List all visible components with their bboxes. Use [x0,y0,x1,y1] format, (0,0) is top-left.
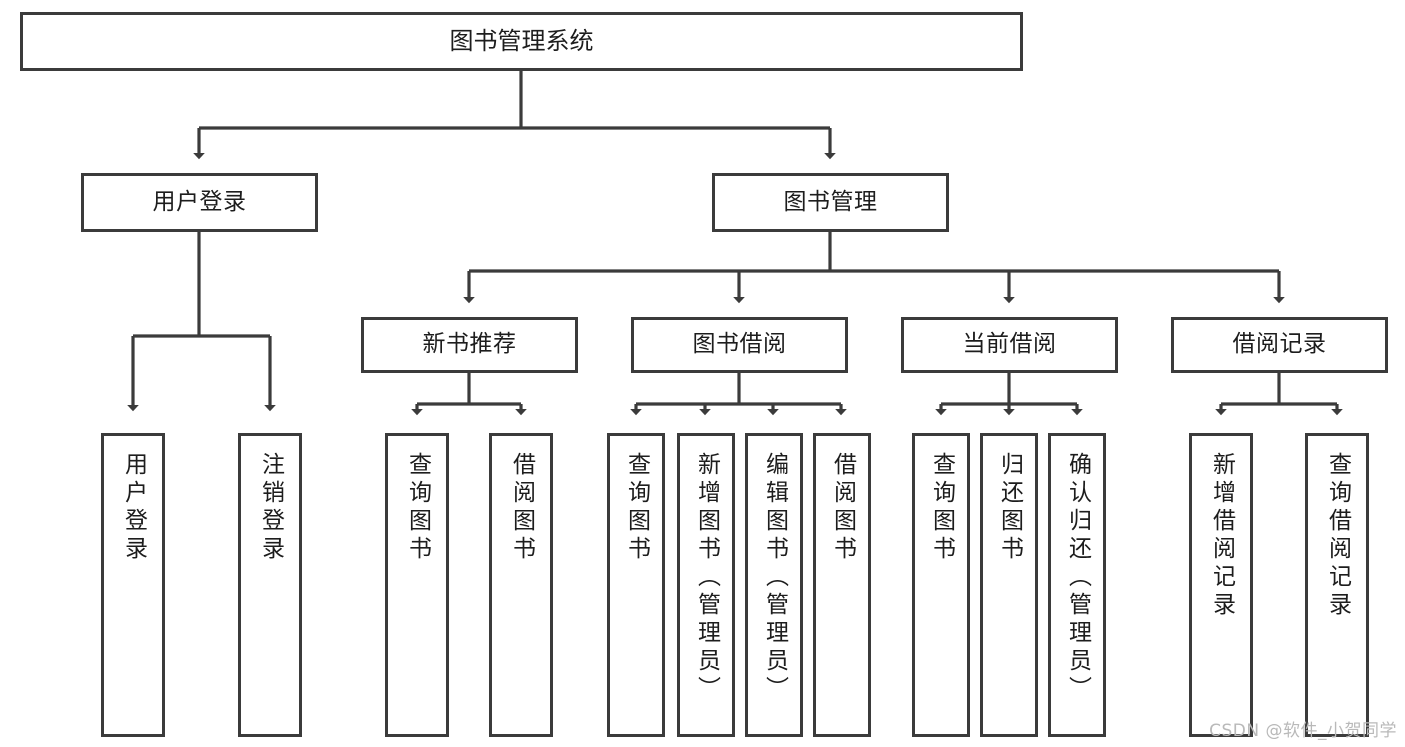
leaf-borrow-record-query-label: 查询借阅记录 [1324,452,1351,620]
node-current-borrow[interactable]: 当前借阅 [901,317,1118,373]
leaf-book-borrow-edit-label: 编辑图书（管理员） [761,452,788,704]
leaf-new-book-query-label: 查询图书 [404,452,431,564]
leaf-book-borrow-edit[interactable]: 编辑图书（管理员） [745,433,803,737]
leaf-user-login-logout-label: 注销登录 [257,452,284,564]
leaf-new-book-query[interactable]: 查询图书 [385,433,449,737]
node-user-login[interactable]: 用户登录 [81,173,318,232]
node-book-borrow-label: 图书借阅 [692,331,787,358]
leaf-book-borrow-add-label: 新增图书（管理员） [693,452,720,704]
leaf-current-borrow-query[interactable]: 查询图书 [912,433,970,737]
node-current-borrow-label: 当前借阅 [962,331,1057,358]
leaf-current-borrow-return-label: 归还图书 [996,452,1023,564]
node-borrow-record[interactable]: 借阅记录 [1171,317,1388,373]
node-new-book-recommend-label: 新书推荐 [422,331,517,358]
node-root-label: 图书管理系统 [449,27,594,56]
node-borrow-record-label: 借阅记录 [1232,331,1327,358]
leaf-borrow-record-query[interactable]: 查询借阅记录 [1305,433,1369,737]
node-user-login-label: 用户登录 [152,188,247,215]
node-book-management-label: 图书管理 [783,188,878,215]
leaf-current-borrow-confirm-label: 确认归还（管理员） [1064,452,1091,704]
leaf-book-borrow-borrow-label: 借阅图书 [829,452,856,564]
leaf-user-login-login[interactable]: 用户登录 [101,433,165,737]
leaf-borrow-record-add[interactable]: 新增借阅记录 [1189,433,1253,737]
leaf-book-borrow-query[interactable]: 查询图书 [607,433,665,737]
leaf-borrow-record-add-label: 新增借阅记录 [1208,452,1235,620]
leaf-new-book-borrow-label: 借阅图书 [508,452,535,564]
node-new-book-recommend[interactable]: 新书推荐 [361,317,578,373]
leaf-user-login-login-label: 用户登录 [120,452,147,564]
leaf-current-borrow-query-label: 查询图书 [928,452,955,564]
leaf-current-borrow-return[interactable]: 归还图书 [980,433,1038,737]
leaf-current-borrow-confirm[interactable]: 确认归还（管理员） [1048,433,1106,737]
node-root[interactable]: 图书管理系统 [20,12,1023,71]
leaf-new-book-borrow[interactable]: 借阅图书 [489,433,553,737]
leaf-user-login-logout[interactable]: 注销登录 [238,433,302,737]
leaf-book-borrow-query-label: 查询图书 [623,452,650,564]
node-book-borrow[interactable]: 图书借阅 [631,317,848,373]
node-book-management[interactable]: 图书管理 [712,173,949,232]
csdn-watermark: CSDN @软件_小贺同学 [1209,721,1397,741]
leaf-book-borrow-add[interactable]: 新增图书（管理员） [677,433,735,737]
leaf-book-borrow-borrow[interactable]: 借阅图书 [813,433,871,737]
